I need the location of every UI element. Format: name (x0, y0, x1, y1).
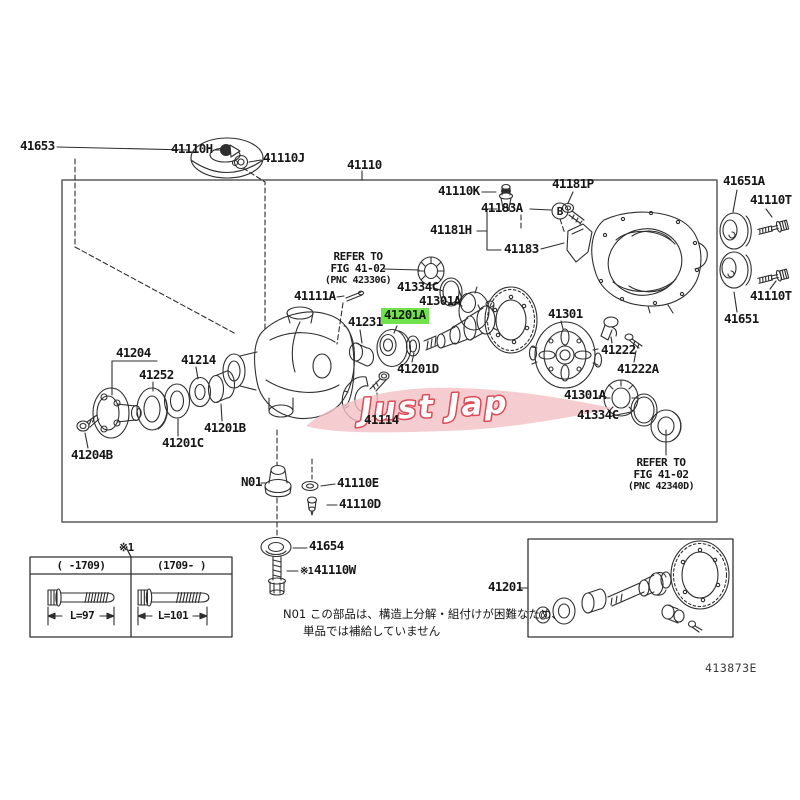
part-drawing-41222 (600, 316, 619, 341)
part-drawing-41110w-bolt (267, 556, 287, 596)
part-drawing-n01-plug (264, 464, 292, 498)
table-dim-late (137, 606, 208, 626)
part-drawing-41204-flange (92, 387, 142, 439)
inset-pinion-kit-drawing (535, 540, 730, 633)
part-drawing-41222a-bolt (624, 333, 643, 349)
bolt-table-header-late: (1709- ) (157, 559, 206, 572)
bolt-table-header-early: ( -1709) (56, 559, 106, 572)
part-drawing-carrier-housing (222, 306, 356, 420)
part-drawing-41334c-right-washer (630, 393, 658, 427)
part-drawing-41201c-seal (163, 383, 191, 419)
part-drawing-41201b-collar (207, 370, 236, 404)
part-drawing-41110j-washer (233, 154, 249, 170)
part-drawing-41183-gasket (566, 223, 593, 263)
part-drawing-41653-cap (190, 137, 264, 179)
part-drawing-41204b-bolt (76, 414, 100, 432)
circled-b-marker: B (551, 202, 569, 220)
table-bolt-late (137, 588, 210, 607)
supply-note-line-1: N01 この部品は、構造上分解・組付けが困難なため、 (283, 607, 563, 621)
bolt-length-late: L=101 (157, 609, 189, 622)
figure-code: 413873E (705, 661, 757, 675)
part-drawing-41111a-pin (345, 290, 365, 302)
table-dim-early (47, 606, 115, 626)
part-drawing-41651-bushing (719, 251, 752, 289)
supply-note-line-2: 単品では補給していません (303, 624, 441, 639)
supply-note: N01 この部品は、構造上分解・組付けが困難なため、 単品では補給していません (283, 606, 563, 641)
part-drawing-41654-washer (260, 536, 292, 558)
assembly-dashed-lines (74, 158, 566, 537)
part-drawing-41201a-bearing (376, 328, 412, 368)
part-drawing-41201d-washer (405, 335, 421, 357)
part-drawing-41334c-left-washer (439, 277, 463, 307)
bolt-spec-table-frame (29, 548, 233, 638)
watermark-text: Just Jap (353, 385, 509, 429)
part-drawing-41301a-left-bearing (458, 286, 490, 331)
bolt-length-early: L=97 (69, 609, 95, 622)
part-drawing-41231-spacer (348, 342, 375, 367)
part-drawing-41110e-washer (301, 480, 319, 492)
leader-lines (56, 146, 777, 589)
part-drawing-ring-gear (484, 286, 538, 354)
part-drawing-41110h (219, 143, 241, 158)
part-drawing-41110d-plug (306, 496, 318, 516)
part-drawing-41651a-bushing (719, 212, 752, 250)
part-drawing-41114-bolt (369, 371, 390, 392)
watermark: Just Jap (306, 383, 612, 433)
part-drawing-rear-seal (650, 409, 682, 443)
part-drawing-41214-washer (188, 376, 212, 408)
part-drawing-41252-slinger (136, 387, 168, 431)
part-drawing-41301-diff-case (528, 321, 603, 389)
part-drawing-41110t-bolt-bottom (757, 268, 790, 284)
part-drawing-41110t-bolt-top (757, 219, 790, 235)
part-drawing-pinion-shaft (423, 300, 498, 351)
part-drawing-front-bearing (417, 256, 445, 286)
part-drawing-41301a-right-bearing (603, 379, 639, 417)
table-bolt-early (47, 588, 115, 607)
part-drawing-rear-cover (591, 210, 708, 314)
part-drawing-41110k-breather (498, 183, 514, 212)
svg-text:B: B (557, 205, 564, 218)
watermark-swoosh (306, 387, 612, 433)
part-drawing-41181p-bolt (561, 202, 585, 225)
main-assembly-box (61, 179, 718, 523)
